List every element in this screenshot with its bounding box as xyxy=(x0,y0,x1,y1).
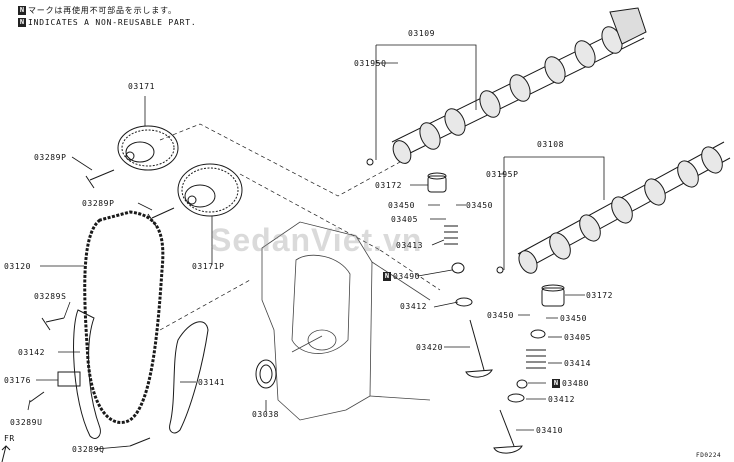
part-label-03450-c[interactable]: 03450 xyxy=(487,311,515,320)
part-label-03120[interactable]: 03120 xyxy=(4,262,32,271)
watermark: SedanViet.vn xyxy=(210,222,423,258)
bolt-03289Q xyxy=(129,437,151,447)
part-label-03420[interactable]: 03420 xyxy=(416,343,444,352)
spring-seat-upper xyxy=(455,297,473,307)
bucket-tappet-lower xyxy=(541,284,565,307)
part-label-03172-a[interactable]: 03172 xyxy=(375,181,403,190)
part-label-03413[interactable]: 03413 xyxy=(396,241,424,250)
cam-sprocket-upper xyxy=(117,125,179,171)
cam-sprocket-lower xyxy=(177,163,243,217)
part-label-03414[interactable]: 03414 xyxy=(564,359,592,368)
part-label-03289Q[interactable]: 03289Q xyxy=(72,445,105,454)
part-label-03176[interactable]: 03176 xyxy=(4,376,32,385)
part-label-03289U[interactable]: 03289U xyxy=(10,418,43,427)
part-label-03410[interactable]: 03410 xyxy=(536,426,564,435)
part-label-03289S[interactable]: 03289S xyxy=(34,292,67,301)
valve-spring-lower xyxy=(526,349,546,369)
part-label-03412-a[interactable]: 03412 xyxy=(400,302,428,311)
tensioner-lever xyxy=(169,321,209,434)
part-label-03171[interactable]: 03171 xyxy=(128,82,156,91)
front-direction-arrow xyxy=(1,445,11,462)
part-label-03405-a[interactable]: 03405 xyxy=(391,215,419,224)
intake-valve xyxy=(493,409,523,454)
exhaust-valve xyxy=(465,319,493,378)
part-label-03450-d[interactable]: 03450 xyxy=(560,314,588,323)
valve-stem-seal-lower xyxy=(516,379,528,389)
legend-text-jp: マークは再使用不可部品を示します。 xyxy=(28,6,177,15)
valve-spring-upper xyxy=(444,225,458,245)
non-reusable-icon: N xyxy=(552,379,560,388)
camshaft-lower xyxy=(516,141,732,274)
engine-block xyxy=(261,221,431,421)
front-direction-label: FR xyxy=(4,434,15,443)
camshaft-plug-upper xyxy=(366,158,374,166)
part-label-03171P[interactable]: 03171P xyxy=(192,262,225,271)
leader-lines xyxy=(27,44,605,450)
figure-id: FD0224 xyxy=(696,452,722,459)
bucket-tappet-upper xyxy=(427,172,447,193)
part-label-03405-b[interactable]: 03405 xyxy=(564,333,592,342)
retainer-lower xyxy=(530,329,546,339)
timing-chain xyxy=(83,210,165,424)
part-number-text: 03480 xyxy=(562,379,590,388)
part-label-03038[interactable]: 03038 xyxy=(252,410,280,419)
spring-seat-lower xyxy=(507,393,525,403)
non-reusable-icon: N xyxy=(383,272,391,281)
part-label-03450-b[interactable]: 03450 xyxy=(466,201,494,210)
part-label-03412-b[interactable]: 03412 xyxy=(548,395,576,404)
non-reusable-icon: N xyxy=(18,18,26,27)
part-label-03289P-a[interactable]: 03289P xyxy=(34,153,67,162)
reference-lines xyxy=(159,123,441,331)
camshaft-plug-lower xyxy=(496,266,504,274)
part-label-03108[interactable]: 03108 xyxy=(537,140,565,149)
bolt-03289S xyxy=(41,317,65,331)
bolt-03289U xyxy=(29,391,45,403)
bolt-03289P-b xyxy=(147,207,175,227)
chain-tensioner xyxy=(57,371,81,387)
crank-sprocket xyxy=(255,359,277,389)
bolt-03289P-a xyxy=(85,169,115,189)
part-label-03195Q[interactable]: 03195Q xyxy=(354,59,387,68)
non-reusable-icon: N xyxy=(18,6,26,15)
valve-stem-seal xyxy=(451,262,465,274)
part-label-03141[interactable]: 03141 xyxy=(198,378,226,387)
part-number-text: 03490 xyxy=(393,272,421,281)
part-label-03109[interactable]: 03109 xyxy=(408,29,436,38)
part-label-03450-a[interactable]: 03450 xyxy=(388,201,416,210)
part-label-03289P-b[interactable]: 03289P xyxy=(82,199,115,208)
part-label-03172-b[interactable]: 03172 xyxy=(586,291,614,300)
part-label-03142[interactable]: 03142 xyxy=(18,348,46,357)
camshaft-upper xyxy=(391,7,647,164)
part-label-03195P[interactable]: 03195P xyxy=(486,170,519,179)
legend-text-en: INDICATES A NON-REUSABLE PART. xyxy=(28,18,197,27)
chain-guide xyxy=(73,309,101,439)
